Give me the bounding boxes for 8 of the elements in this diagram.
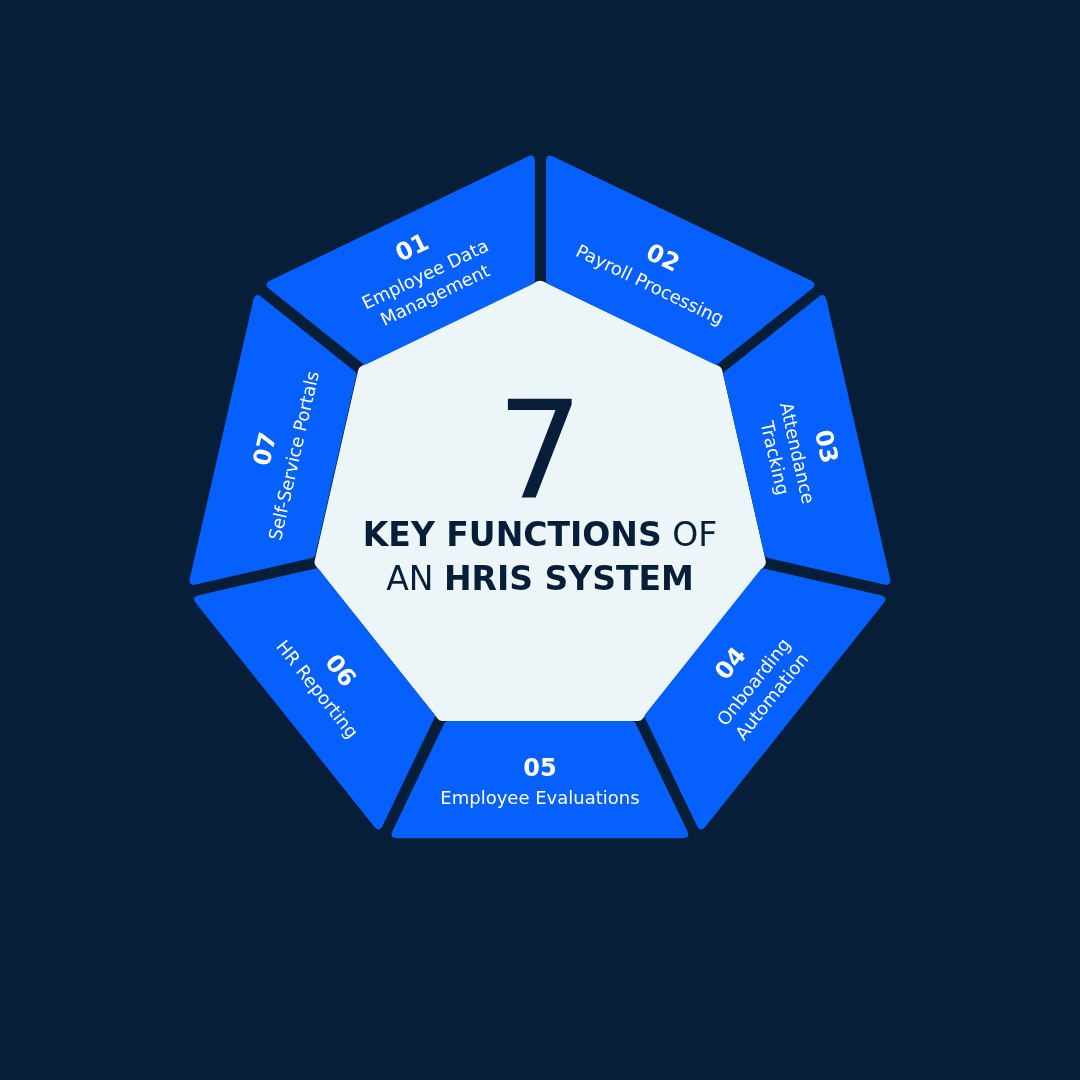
heptagon-segment <box>188 292 358 587</box>
step-number: 05 <box>523 753 557 783</box>
step-number: 03 <box>808 427 844 467</box>
heptagon-segment <box>722 292 892 587</box>
heptagon-segment <box>545 152 818 365</box>
function-label: Employee Evaluations <box>440 785 640 809</box>
step-number: 01 <box>391 227 434 268</box>
heptagon-segment <box>389 721 691 839</box>
